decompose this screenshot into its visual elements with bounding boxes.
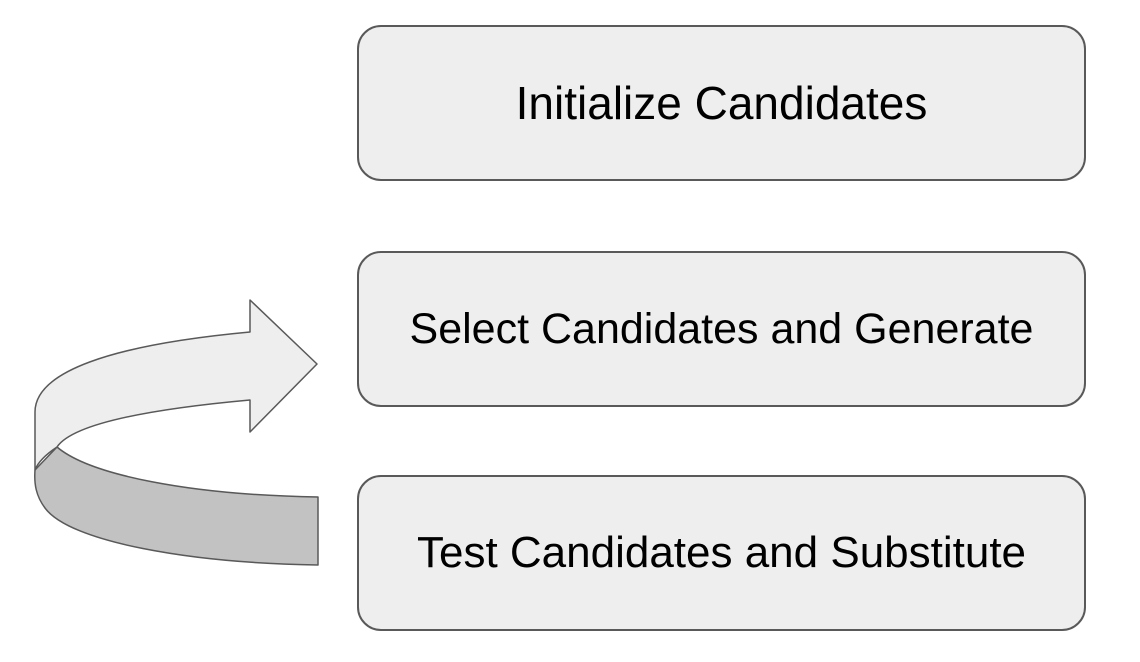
loop-back-arrow-icon [34,299,319,566]
step-box-test-substitute: Test Candidates and Substitute [357,475,1086,631]
step-box-select-generate: Select Candidates and Generate [357,251,1086,407]
step-label: Select Candidates and Generate [409,304,1034,353]
loop-arrow-front-band [34,299,318,471]
step-box-initialize: Initialize Candidates [357,25,1086,181]
loop-arrow-back-band [34,446,319,566]
step-label: Test Candidates and Substitute [416,528,1027,577]
step-label: Initialize Candidates [515,77,928,129]
